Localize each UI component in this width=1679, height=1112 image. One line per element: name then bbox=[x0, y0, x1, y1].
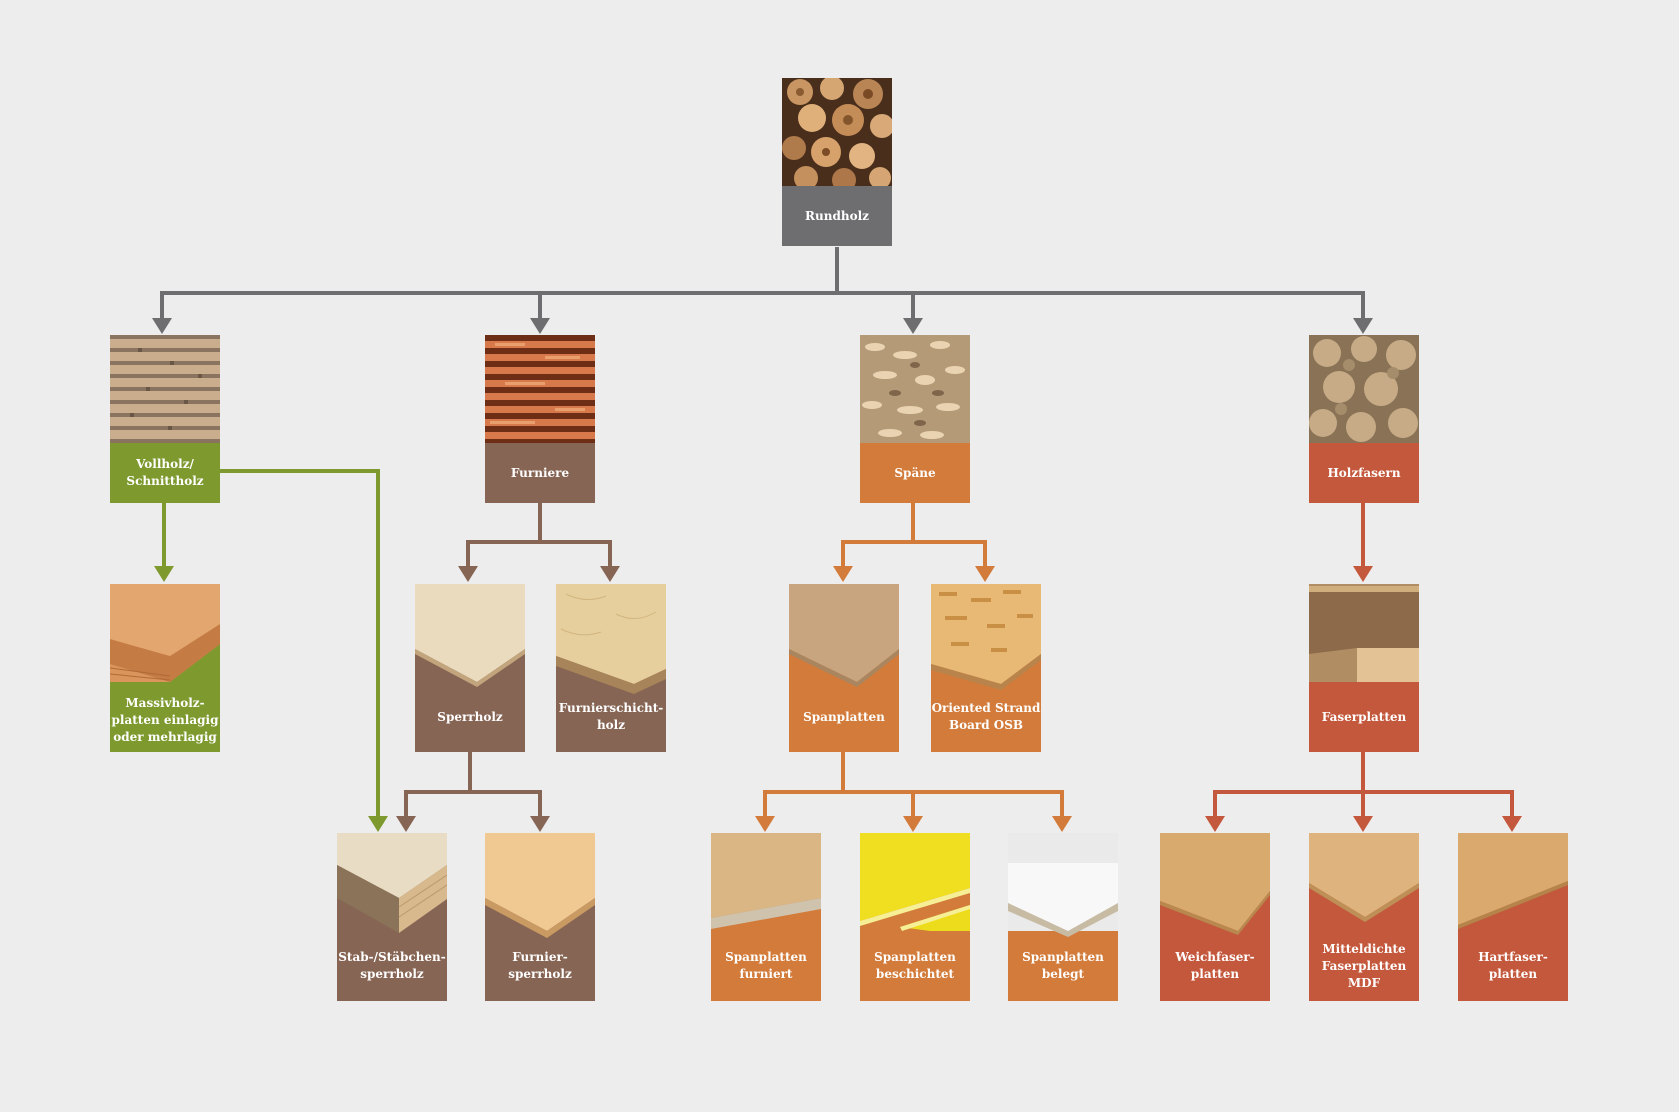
label-sperrholz: Sperrholz bbox=[437, 709, 503, 724]
node-vollholz: Vollholz/ Schnittholz bbox=[110, 335, 220, 503]
mdf-photo bbox=[1309, 833, 1419, 922]
lumber-stack-photo bbox=[110, 335, 220, 443]
fibreboard-photo bbox=[1309, 584, 1419, 682]
node-spanplatten-beschichtet: Spanplatten beschichtet bbox=[860, 833, 970, 1001]
brown-arrowheads bbox=[396, 566, 620, 832]
laminated-particleboard-photo bbox=[1008, 833, 1118, 937]
node-osb: Oriented Strand Board OSB bbox=[931, 584, 1041, 752]
label-spanplatten: Spanplatten bbox=[803, 709, 885, 724]
node-sperrholz: Sperrholz bbox=[415, 584, 525, 752]
plywood-photo bbox=[415, 584, 525, 687]
label-massivholz: Massivholz- platten einlagig oder mehrla… bbox=[110, 688, 220, 752]
node-spanplatten-furniert: Spanplatten furniert bbox=[711, 833, 821, 1001]
node-furniersperrholz: Furnier- sperrholz bbox=[485, 833, 595, 1001]
red-connectors bbox=[1213, 502, 1514, 820]
label-vollholz: Vollholz/ Schnittholz bbox=[110, 443, 220, 503]
node-weichfaserplatten: Weichfaser- platten bbox=[1160, 833, 1270, 1001]
red-arrowheads bbox=[1205, 566, 1522, 832]
orange-connectors bbox=[763, 502, 1064, 820]
node-stabsperrholz: Stab-/Stäbchen- sperrholz bbox=[337, 833, 447, 1001]
node-faserplatten: Faserplatten bbox=[1309, 584, 1419, 752]
chips-photo bbox=[860, 335, 970, 443]
node-furniere: Furniere bbox=[485, 335, 595, 503]
node-hartfaserplatten: Hartfaser- platten bbox=[1458, 833, 1568, 1001]
label-holzfasern: Holzfasern bbox=[1309, 443, 1419, 503]
brown-connectors bbox=[404, 502, 612, 820]
green-connectors bbox=[162, 469, 380, 820]
veneer-plywood-photo bbox=[485, 833, 595, 938]
fibres-photo bbox=[1309, 335, 1419, 443]
label-faserplatten: Faserplatten bbox=[1321, 709, 1407, 724]
label-weichfaserplatten: Weichfaser- platten bbox=[1175, 950, 1255, 981]
label-furniere: Furniere bbox=[485, 443, 595, 503]
blockboard-photo bbox=[337, 833, 447, 933]
particleboard-photo bbox=[789, 584, 899, 687]
osb-photo bbox=[931, 584, 1041, 690]
orange-arrowheads bbox=[755, 566, 1072, 832]
node-spanplatten-belegt: Spanplatten belegt bbox=[1008, 833, 1118, 1001]
label-mdf: Mitteldichte Faserplatten MDF bbox=[1321, 941, 1407, 990]
node-spanplatten: Spanplatten bbox=[789, 584, 899, 752]
veneer-photo bbox=[485, 335, 595, 443]
node-furnierschichtholz: Furnierschicht- holz bbox=[556, 584, 666, 752]
lvl-photo bbox=[556, 584, 666, 694]
node-massivholz: Massivholz- platten einlagig oder mehrla… bbox=[110, 584, 220, 752]
green-arrowheads bbox=[154, 566, 388, 832]
label-spanplatten-belegt: Spanplatten belegt bbox=[1022, 950, 1104, 981]
label-rundholz: Rundholz bbox=[782, 186, 892, 246]
node-rundholz: Rundholz bbox=[782, 78, 892, 246]
node-spaene: Späne bbox=[860, 335, 970, 503]
label-hartfaserplatten: Hartfaser- platten bbox=[1478, 950, 1548, 981]
label-furnierschichtholz: Furnierschicht- holz bbox=[558, 701, 664, 732]
label-stabsperrholz: Stab-/Stäbchen- sperrholz bbox=[338, 950, 446, 981]
grey-connectors bbox=[160, 247, 1365, 320]
hardboard-photo bbox=[1458, 833, 1568, 929]
label-spaene: Späne bbox=[860, 443, 970, 503]
logs-photo bbox=[782, 78, 892, 186]
node-mdf: Mitteldichte Faserplatten MDF bbox=[1309, 833, 1419, 1001]
veneered-particleboard-photo bbox=[711, 833, 821, 931]
softboard-photo bbox=[1160, 833, 1270, 935]
label-furniersperrholz: Furnier- sperrholz bbox=[508, 950, 572, 981]
label-spanplatten-furniert: Spanplatten furniert bbox=[725, 950, 807, 981]
grey-arrowheads bbox=[152, 318, 1373, 334]
node-holzfasern: Holzfasern bbox=[1309, 335, 1419, 503]
coated-particleboard-photo bbox=[860, 833, 970, 931]
label-osb: Oriented Strand Board OSB bbox=[931, 701, 1041, 732]
label-spanplatten-beschichtet: Spanplatten beschichtet bbox=[874, 950, 956, 981]
